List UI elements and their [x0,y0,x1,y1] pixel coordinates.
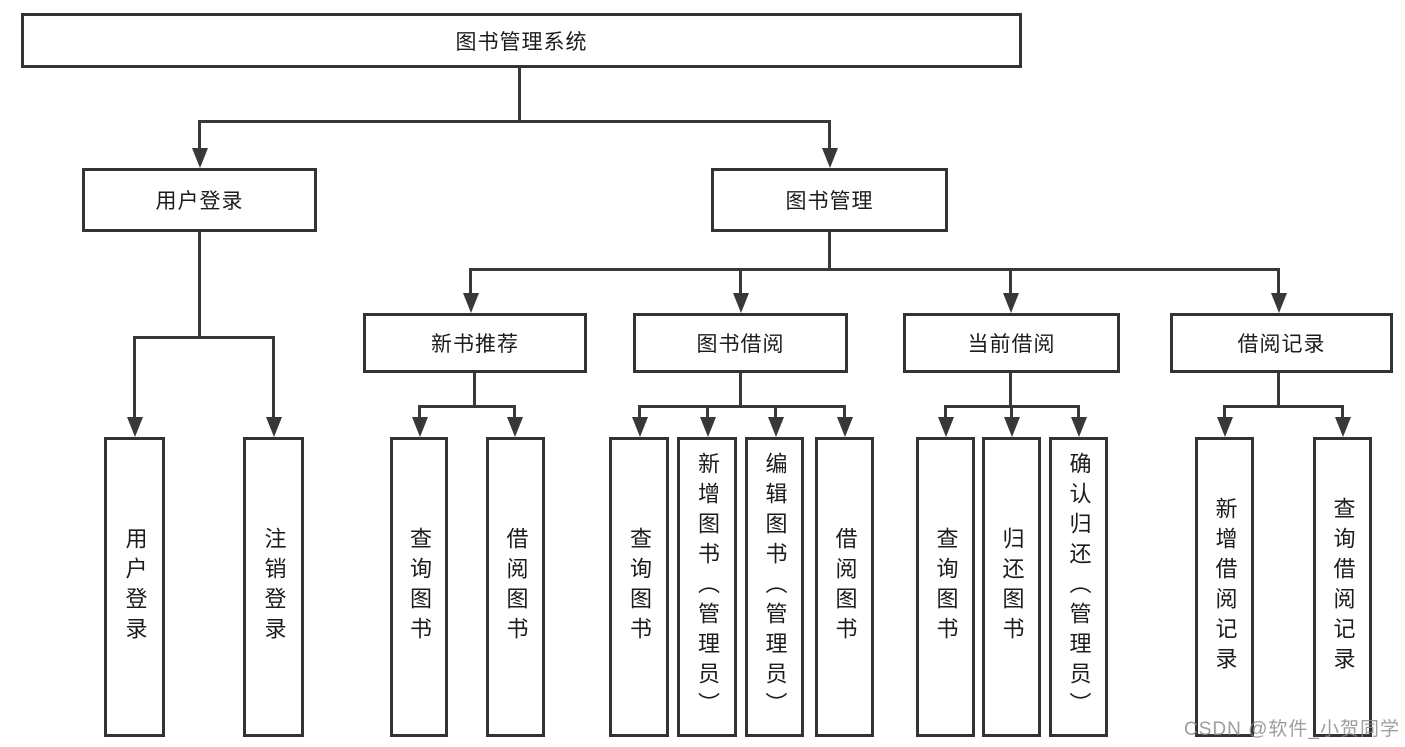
arrow-down-icon [1335,417,1351,437]
connector-line [843,405,846,423]
node-current-borrow: 当前借阅 [903,313,1120,373]
leaf-add-book-admin: 新增图书（管理员） [677,437,737,737]
csdn-watermark: CSDN @软件_小贺同学 [1184,719,1400,740]
connector-line [469,268,1279,271]
arrow-down-icon [127,417,143,437]
connector-line [133,336,136,423]
leaf-current-query-book-label: 查询图书 [933,527,959,647]
leaf-user-login-label: 用户登录 [122,527,148,647]
connector-line [739,268,742,298]
node-root-label: 图书管理系统 [455,30,588,54]
arrow-down-icon [1071,417,1087,437]
connector-line [473,373,476,408]
leaf-borrow-query-book: 查询图书 [609,437,669,737]
leaf-rec-query-book: 查询图书 [390,437,448,737]
leaf-query-borrow-record: 查询借阅记录 [1313,437,1372,737]
leaf-user-login: 用户登录 [104,437,165,737]
arrow-down-icon [412,417,428,437]
leaf-borrow-query-book-label: 查询图书 [627,527,652,647]
node-new-book-recommend: 新书推荐 [363,313,587,373]
connector-line [198,120,201,154]
connector-line [1223,405,1226,423]
leaf-confirm-return-admin-label: 确认归还（管理员） [1066,452,1092,722]
node-book-management: 图书管理 [711,168,948,232]
connector-line [198,232,201,338]
leaf-add-borrow-record-label: 新增借阅记录 [1212,497,1238,677]
node-new-book-recommend-label: 新书推荐 [431,333,519,356]
arrow-down-icon [700,417,716,437]
node-current-borrow-label: 当前借阅 [967,333,1056,356]
connector-line [828,232,831,270]
connector-line [1077,405,1080,423]
leaf-confirm-return-admin: 确认归还（管理员） [1049,437,1108,737]
node-book-borrow-label: 图书借阅 [696,333,785,356]
leaf-edit-book-admin: 编辑图书（管理员） [745,437,804,737]
arrow-down-icon [768,417,784,437]
node-book-management-label: 图书管理 [785,190,874,213]
connector-line [518,68,521,122]
connector-line [198,120,831,123]
leaf-edit-book-admin-label: 编辑图书（管理员） [762,452,788,722]
arrow-down-icon [938,417,954,437]
connector-line [1009,373,1012,408]
arrow-down-icon [463,293,479,313]
leaf-add-book-admin-label: 新增图书（管理员） [695,452,720,722]
leaf-rec-borrow-book: 借阅图书 [486,437,545,737]
leaf-current-query-book: 查询图书 [916,437,975,737]
leaf-return-book-label: 归还图书 [999,527,1025,647]
node-user-login: 用户登录 [82,168,317,232]
connector-line [133,336,275,339]
connector-line [1223,405,1344,408]
node-borrow-record: 借阅记录 [1170,313,1393,373]
connector-line [944,405,947,423]
connector-line [1341,405,1344,423]
arrow-down-icon [1271,293,1287,313]
arrow-down-icon [822,148,838,168]
connector-line [469,268,472,298]
leaf-borrow-book: 借阅图书 [815,437,874,737]
connector-line [828,120,831,154]
node-user-login-label: 用户登录 [155,190,244,213]
leaf-logout: 注销登录 [243,437,304,737]
connector-line [272,336,275,423]
node-root: 图书管理系统 [21,13,1022,68]
arrow-down-icon [1217,417,1233,437]
connector-line [1277,268,1280,298]
leaf-rec-query-book-label: 查询图书 [407,527,432,647]
arrow-down-icon [733,293,749,313]
connector-line [739,373,742,408]
connector-line [1009,268,1012,298]
connector-line [1010,405,1013,423]
arrow-down-icon [1003,293,1019,313]
connector-line [638,405,846,408]
leaf-rec-borrow-book-label: 借阅图书 [503,527,529,647]
arrow-down-icon [837,417,853,437]
arrow-down-icon [507,417,523,437]
leaf-logout-label: 注销登录 [261,527,287,647]
arrow-down-icon [266,417,282,437]
node-book-borrow: 图书借阅 [633,313,848,373]
leaf-query-borrow-record-label: 查询借阅记录 [1330,497,1356,677]
connector-line [706,405,709,423]
connector-line [638,405,641,423]
leaf-return-book: 归还图书 [982,437,1041,737]
arrow-down-icon [1004,417,1020,437]
arrow-down-icon [632,417,648,437]
node-borrow-record-label: 借阅记录 [1237,333,1326,356]
leaf-borrow-book-label: 借阅图书 [832,527,858,647]
connector-line [418,405,421,423]
connector-line [418,405,516,408]
arrow-down-icon [192,148,208,168]
connector-line [1277,373,1280,408]
leaf-add-borrow-record: 新增借阅记录 [1195,437,1254,737]
connector-line [774,405,777,423]
connector-line [513,405,516,423]
